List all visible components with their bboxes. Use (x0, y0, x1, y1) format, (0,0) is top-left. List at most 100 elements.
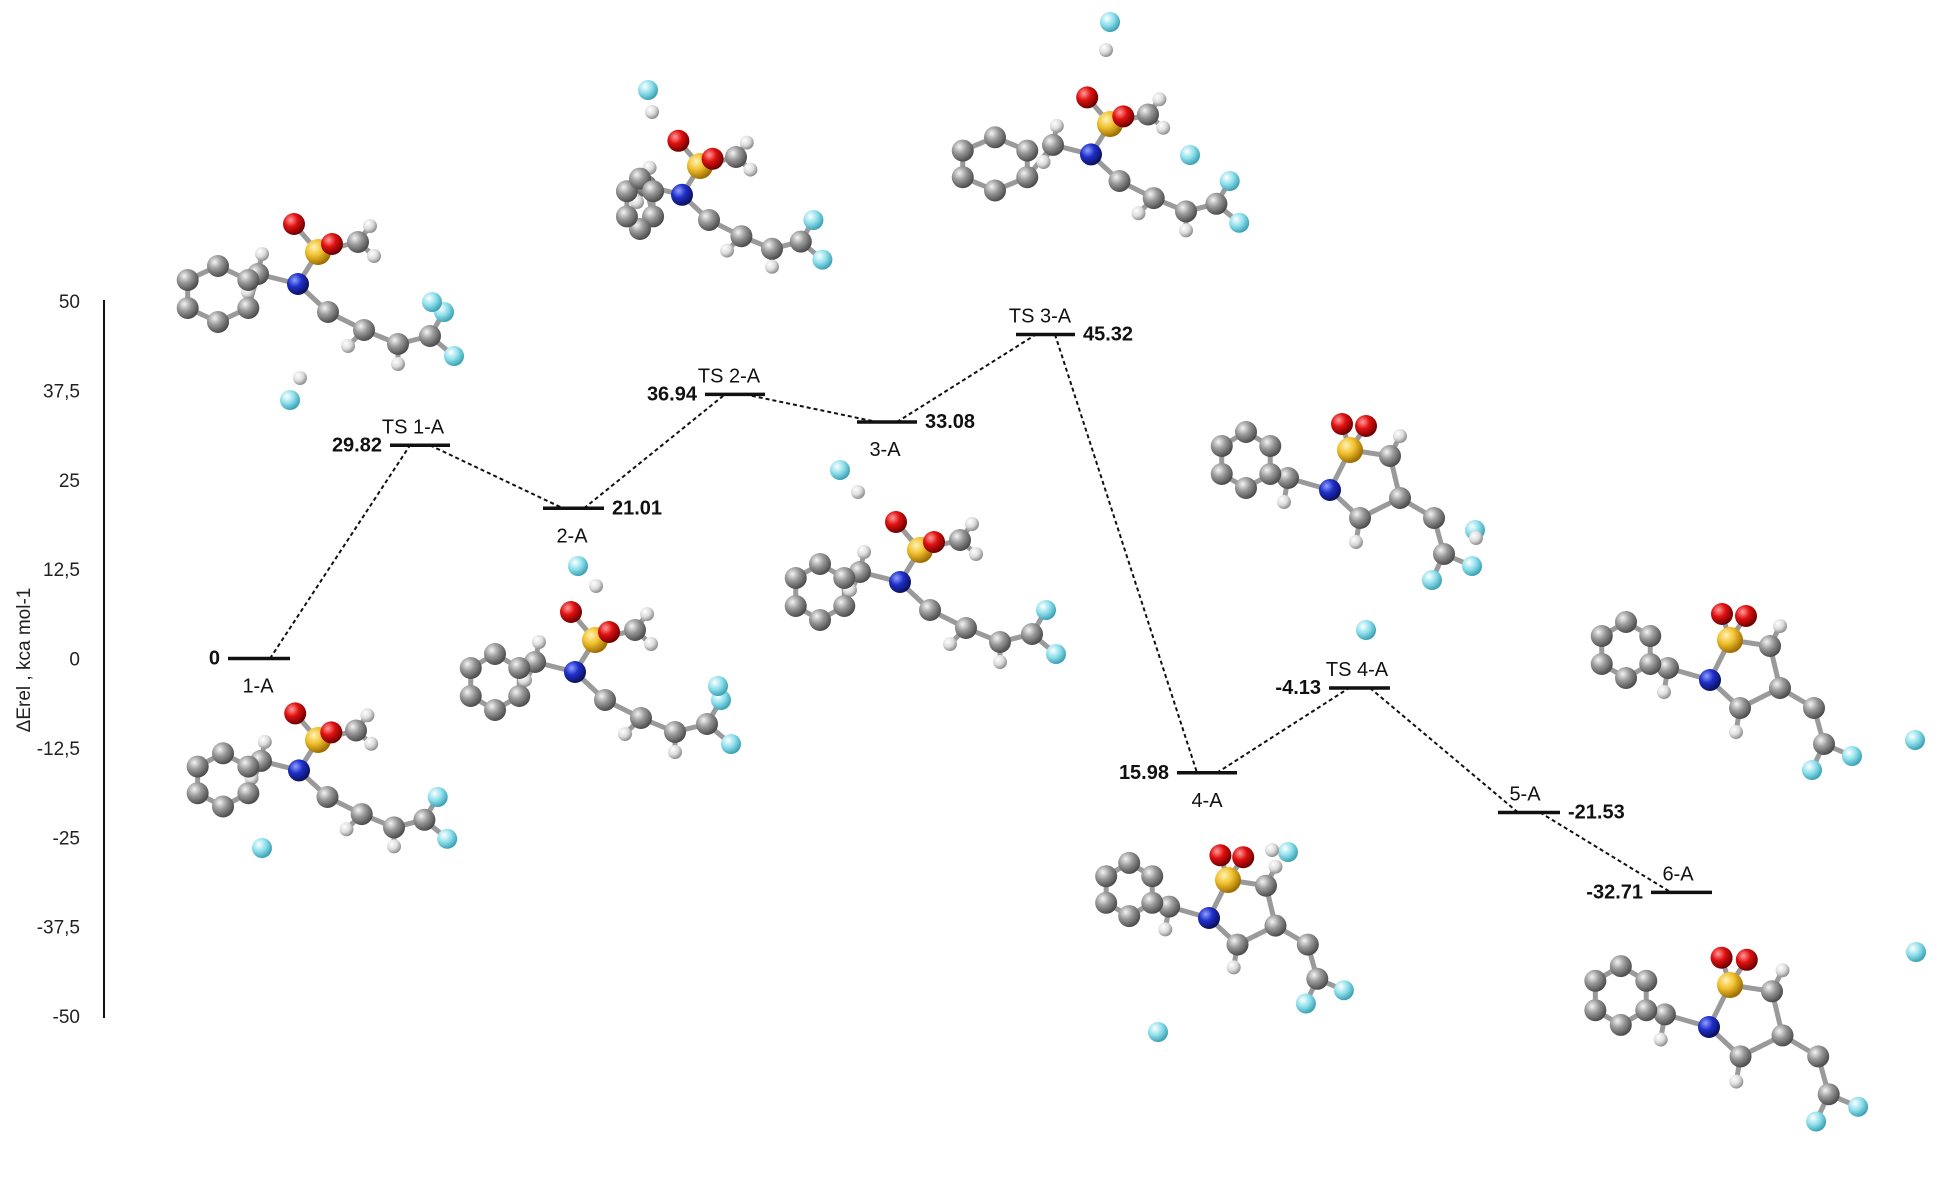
atom (1158, 922, 1173, 937)
atom (885, 511, 907, 533)
atom (484, 699, 506, 721)
atom (1036, 155, 1051, 169)
atom (459, 685, 482, 707)
atom (383, 816, 405, 839)
atom (1148, 1022, 1168, 1042)
atom (1265, 843, 1279, 857)
atom (1095, 891, 1118, 914)
atom (1729, 697, 1751, 719)
atom (345, 719, 367, 742)
atom (1393, 429, 1407, 443)
atom (1635, 999, 1658, 1022)
atom (1653, 1032, 1668, 1047)
molecule-3-A (784, 511, 1066, 669)
atom (427, 787, 448, 807)
atom (321, 233, 343, 255)
atom (350, 803, 373, 826)
molecule-1-A (186, 702, 458, 854)
atom (1118, 851, 1141, 874)
atom (1215, 867, 1241, 893)
atom (207, 311, 229, 333)
atom (1817, 1083, 1840, 1106)
level-name: 1-A (242, 676, 274, 698)
atom (212, 742, 234, 765)
atom (237, 755, 260, 778)
atom (1108, 170, 1131, 192)
atom (257, 734, 272, 749)
level-name: 2-A (556, 525, 588, 547)
atom (1469, 531, 1483, 545)
atom (288, 759, 310, 782)
atom (1609, 1013, 1632, 1036)
atom (598, 621, 620, 643)
atom (1775, 963, 1790, 978)
atom (1152, 92, 1167, 107)
atom (1615, 667, 1637, 689)
atom (1205, 192, 1228, 215)
connector-line (744, 393, 878, 423)
y-tick-label: 12,5 (43, 560, 80, 581)
atom (1112, 105, 1135, 128)
y-tick-label: 37,5 (43, 381, 80, 402)
atom (615, 205, 638, 228)
atom (387, 839, 401, 854)
level-name: 4-A (1191, 790, 1223, 812)
atom (809, 609, 831, 631)
atom (701, 147, 724, 170)
level-name: 3-A (869, 439, 901, 461)
atom (1264, 914, 1287, 937)
atom (564, 661, 586, 683)
atom (1802, 760, 1822, 780)
atom (186, 782, 209, 805)
atom (1333, 980, 1354, 1001)
molecule-2-A (459, 601, 741, 759)
atom (1842, 746, 1862, 766)
atom (1462, 556, 1482, 576)
atom (353, 319, 375, 341)
atom (212, 795, 234, 818)
atom (1080, 143, 1102, 166)
atom (1131, 206, 1146, 221)
atom (1615, 611, 1637, 633)
atom (949, 529, 971, 551)
atom (1331, 413, 1353, 435)
atom (1226, 960, 1241, 975)
atom (1036, 600, 1056, 620)
atom (1717, 627, 1743, 653)
atom (287, 273, 309, 295)
atom (1259, 435, 1282, 457)
atom (789, 230, 812, 253)
atom (1175, 200, 1197, 223)
atom (1729, 1045, 1752, 1068)
atom (255, 247, 269, 261)
atom (645, 105, 659, 119)
atom (1584, 999, 1607, 1022)
atom (317, 301, 339, 323)
atom (363, 219, 377, 233)
molecule-structures (176, 12, 1926, 1132)
atom (391, 357, 405, 371)
atom (739, 135, 754, 150)
atom (387, 333, 409, 355)
atom (1046, 644, 1066, 664)
atom (1653, 1003, 1676, 1026)
atom (1295, 993, 1316, 1014)
atom (360, 708, 375, 723)
atom (341, 339, 355, 353)
atom (1277, 495, 1291, 509)
level-name: TS 3-A (1009, 305, 1072, 327)
atom (1156, 120, 1171, 135)
level-name: 5-A (1509, 783, 1541, 805)
atom (833, 567, 856, 589)
atom (237, 782, 260, 805)
atom (1142, 187, 1165, 210)
atom (1807, 1045, 1830, 1068)
atom (1813, 733, 1835, 755)
atom (444, 346, 464, 366)
atom (965, 517, 979, 531)
atom (284, 702, 307, 725)
atom (642, 180, 665, 203)
